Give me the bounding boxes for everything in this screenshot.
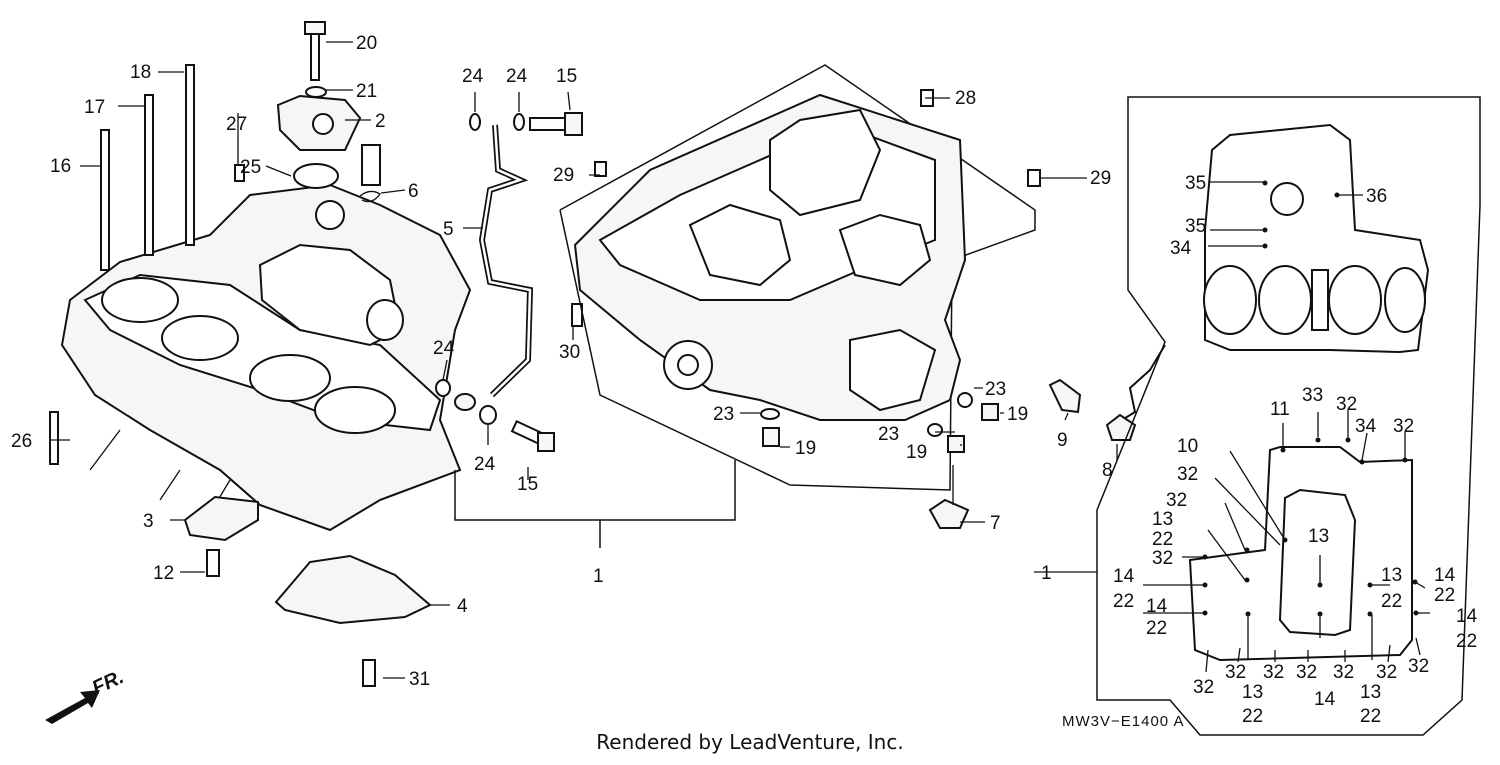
callout-19-a: 19 bbox=[795, 438, 816, 459]
callout-19-c: 19 bbox=[906, 442, 927, 463]
callout-21: 21 bbox=[356, 81, 377, 102]
stud-bolts bbox=[49, 64, 245, 465]
callout-24-b: 24 bbox=[506, 66, 528, 87]
callout-17: 17 bbox=[84, 97, 105, 118]
callout-18: 18 bbox=[130, 62, 151, 83]
cylinder-gasket-sheet bbox=[1203, 123, 1430, 354]
callout-5: 5 bbox=[443, 219, 454, 240]
callout-13-a: 13 bbox=[1152, 509, 1173, 530]
drain-bolts bbox=[760, 392, 999, 453]
lower-crankcase bbox=[559, 64, 1041, 491]
upper-crankcase bbox=[60, 183, 472, 532]
callout-33: 33 bbox=[1302, 385, 1323, 406]
callout-6: 6 bbox=[408, 181, 419, 202]
callout-32-c: 32 bbox=[1177, 464, 1198, 485]
diagram-code: MW3V−E1400 A bbox=[1062, 713, 1184, 730]
callout-32-i: 32 bbox=[1296, 662, 1317, 683]
callout-8: 8 bbox=[1102, 460, 1113, 481]
callout-1-b: 1 bbox=[1041, 563, 1052, 584]
callout-13-c: 13 bbox=[1381, 565, 1402, 586]
callouts: 20 21 2 18 17 16 27 25 6 24 24 15 28 29 … bbox=[11, 33, 1478, 727]
callout-4: 4 bbox=[457, 596, 468, 617]
gasket-kit-frame bbox=[1096, 96, 1481, 736]
callout-34-b: 34 bbox=[1355, 416, 1377, 437]
callout-32-f: 32 bbox=[1193, 677, 1214, 698]
callout-32-a: 32 bbox=[1336, 394, 1357, 415]
breather-assembly bbox=[276, 21, 381, 203]
callout-35-b: 35 bbox=[1185, 216, 1206, 237]
callout-14-e: 14 bbox=[1314, 689, 1336, 710]
callout-30: 30 bbox=[559, 342, 580, 363]
callout-32-b: 32 bbox=[1393, 416, 1414, 437]
callout-34-a: 34 bbox=[1170, 238, 1192, 259]
oil-pipe bbox=[435, 112, 583, 452]
leader-lines bbox=[50, 41, 1430, 679]
callout-20: 20 bbox=[356, 33, 377, 54]
callout-32-j: 32 bbox=[1333, 662, 1354, 683]
callout-28: 28 bbox=[955, 88, 976, 109]
callout-35-a: 35 bbox=[1185, 173, 1206, 194]
callout-13-e: 13 bbox=[1360, 682, 1381, 703]
callout-29-a: 29 bbox=[553, 165, 574, 186]
callout-22-d: 22 bbox=[1381, 591, 1402, 612]
callout-22-f: 22 bbox=[1456, 631, 1477, 652]
callout-13-b: 13 bbox=[1308, 526, 1329, 547]
callout-25: 25 bbox=[240, 157, 261, 178]
callout-32-g: 32 bbox=[1225, 662, 1246, 683]
callout-23-a: 23 bbox=[713, 404, 734, 425]
callout-32-l: 32 bbox=[1408, 656, 1429, 677]
callout-2: 2 bbox=[375, 111, 386, 132]
callout-14-b: 14 bbox=[1146, 596, 1168, 617]
callout-11: 11 bbox=[1270, 399, 1290, 420]
callout-32-d: 32 bbox=[1166, 490, 1187, 511]
callout-15-b: 15 bbox=[517, 474, 538, 495]
callout-26: 26 bbox=[11, 431, 32, 452]
callout-14-c: 14 bbox=[1434, 565, 1456, 586]
footer-credit: Rendered by LeadVenture, Inc. bbox=[596, 730, 904, 754]
callout-22-a: 22 bbox=[1152, 529, 1173, 550]
callout-19-b: 19 bbox=[1007, 404, 1028, 425]
callout-24-a: 24 bbox=[462, 66, 484, 87]
callout-22-b: 22 bbox=[1113, 591, 1134, 612]
callout-15-a: 15 bbox=[556, 66, 577, 87]
callout-14-d: 14 bbox=[1456, 606, 1478, 627]
callout-23-b: 23 bbox=[985, 379, 1006, 400]
sensors-bracket bbox=[928, 344, 1166, 529]
callout-32-k: 32 bbox=[1376, 662, 1397, 683]
callout-32-e: 32 bbox=[1152, 548, 1173, 569]
callout-36: 36 bbox=[1366, 186, 1387, 207]
front-direction-arrow: FR. bbox=[45, 666, 127, 724]
callout-7: 7 bbox=[990, 513, 1001, 534]
callout-3: 3 bbox=[143, 511, 154, 532]
callout-14-a: 14 bbox=[1113, 566, 1135, 587]
callout-29-b: 29 bbox=[1090, 168, 1111, 189]
callout-24-d: 24 bbox=[474, 454, 496, 475]
callout-13-d: 13 bbox=[1242, 682, 1263, 703]
callout-22-h: 22 bbox=[1360, 706, 1381, 727]
callout-23-c: 23 bbox=[878, 424, 899, 445]
callout-12: 12 bbox=[153, 563, 174, 584]
callout-22-e: 22 bbox=[1434, 585, 1455, 606]
oil-pan-gasket bbox=[1188, 446, 1413, 662]
callout-27: 27 bbox=[226, 114, 247, 135]
lower-covers bbox=[183, 495, 432, 687]
callout-24-c: 24 bbox=[433, 338, 455, 359]
callout-22-c: 22 bbox=[1146, 618, 1167, 639]
callout-1-a: 1 bbox=[593, 566, 604, 587]
callout-31: 31 bbox=[409, 669, 430, 690]
callout-10: 10 bbox=[1177, 436, 1198, 457]
crankcase-bracket-line bbox=[454, 460, 736, 521]
callout-32-h: 32 bbox=[1263, 662, 1284, 683]
reference-dots bbox=[1202, 180, 1419, 617]
callout-9: 9 bbox=[1057, 430, 1068, 451]
callout-16: 16 bbox=[50, 156, 71, 177]
callout-22-g: 22 bbox=[1242, 706, 1263, 727]
